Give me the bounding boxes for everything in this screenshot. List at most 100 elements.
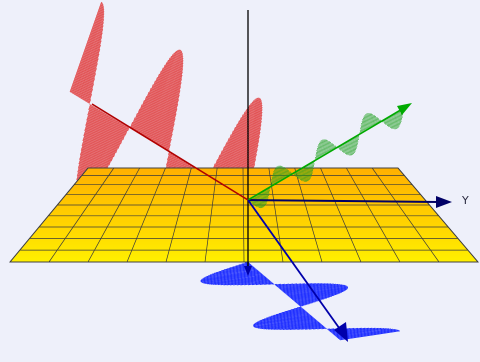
- red-wave-hatch: [78, 108, 99, 165]
- red-wave-hatch: [162, 108, 178, 149]
- red-wave-hatch: [148, 49, 181, 140]
- blue-wave-hatch: [290, 289, 346, 299]
- red-wave-hatch: [147, 49, 180, 140]
- blue-wave-hatch: [247, 281, 272, 286]
- grid-line: [204, 167, 218, 263]
- blue-wave-hatch: [299, 303, 310, 306]
- blue-wave-hatch: [264, 311, 308, 320]
- grid-line: [242, 167, 245, 263]
- green-wave-hatch: [309, 163, 313, 174]
- red-wave-hatch: [70, 2, 103, 93]
- blue-wave-hatch: [260, 312, 309, 321]
- blue-wave-hatch: [255, 318, 316, 328]
- red-wave-hatch: [79, 36, 103, 99]
- blue-wave-hatch: [327, 328, 335, 330]
- green-wave-hatch: [364, 115, 370, 129]
- green-wave-hatch: [317, 147, 321, 158]
- green-wave-hatch: [302, 167, 308, 182]
- green-wave-hatch: [366, 113, 372, 128]
- blue-wave-hatch: [280, 283, 320, 290]
- blue-wave-hatch: [282, 283, 332, 292]
- red-wave-hatch: [132, 104, 143, 131]
- green-wave-hatch: [369, 113, 375, 126]
- red-wave-hatch: [166, 133, 173, 151]
- blue-wave-hatch: [201, 273, 262, 283]
- green-wave-hatch: [262, 191, 267, 204]
- blue-wave-hatch: [288, 286, 349, 297]
- red-wave-hatch: [138, 73, 160, 134]
- green-wave-hatch: [375, 115, 378, 124]
- green-wave-hatch: [326, 139, 331, 152]
- blue-wave-hatch: [317, 327, 326, 330]
- diagonal-arrowhead-icon: [397, 103, 412, 115]
- green-wave-hatch: [321, 139, 327, 155]
- red-wave-hatch: [149, 50, 182, 141]
- blue-wave-hatch: [200, 272, 261, 283]
- green-wave-hatch: [361, 123, 365, 132]
- blue-wave-hatch: [279, 283, 316, 290]
- blue-wave-hatch: [338, 329, 398, 339]
- green-wave-hatch: [255, 195, 260, 208]
- blue-wave-hatch: [281, 283, 326, 291]
- blue-wave-hatch: [278, 283, 309, 289]
- blue-wave-hatch: [255, 314, 311, 324]
- green-wave-hatch: [272, 174, 276, 184]
- blue-wave-hatch: [261, 320, 318, 330]
- red-wave-hatch: [153, 60, 184, 144]
- blue-wave-hatch: [309, 326, 325, 330]
- blue-wave-hatch: [297, 300, 319, 305]
- green-wave-hatch: [346, 141, 351, 156]
- red-wave-hatch: [113, 125, 126, 158]
- green-wave-hatch: [348, 140, 353, 155]
- red-wave-hatch: [135, 88, 152, 132]
- red-wave-hatch: [85, 73, 96, 102]
- blue-wave-hatch: [290, 289, 347, 299]
- green-wave-hatch: [318, 144, 323, 157]
- blue-wave-hatch: [294, 296, 333, 303]
- green-wave-hatch: [303, 167, 309, 182]
- red-wave-hatch: [144, 52, 175, 138]
- blue-wave-hatch: [253, 316, 313, 327]
- green-wave-hatch: [353, 137, 358, 147]
- blue-wave-hatch: [313, 327, 326, 330]
- grid-plane: [8, 167, 480, 263]
- red-wave-hatch: [160, 90, 181, 147]
- green-wave-hatch: [306, 165, 311, 179]
- red-wave-hatch: [76, 110, 102, 180]
- red-wave-hatch: [134, 91, 150, 132]
- red-wave-hatch: [160, 94, 180, 148]
- green-wave-hatch: [392, 114, 398, 129]
- blue-wave-hatch: [200, 271, 260, 282]
- blue-wave-hatch: [223, 278, 268, 286]
- blue-wave-hatch: [276, 322, 321, 330]
- blue-wave-hatch: [282, 323, 322, 330]
- blue-wave-hatch: [286, 324, 322, 330]
- blue-wave-hatch: [276, 309, 305, 315]
- green-wave-hatch: [343, 143, 348, 155]
- red-wave-hatch: [88, 99, 91, 104]
- grid-line: [320, 167, 362, 263]
- blue-wave-hatch: [240, 280, 271, 286]
- blue-wave-hatch: [254, 318, 315, 328]
- blue-wave-hatch: [266, 311, 307, 319]
- green-wave-hatch: [385, 118, 388, 127]
- blue-wave-hatch: [280, 283, 323, 291]
- blue-wave-hatch: [337, 329, 397, 339]
- green-wave-hatch: [311, 162, 314, 170]
- grid-line: [371, 167, 440, 263]
- blue-wave-hatch: [285, 284, 344, 294]
- red-wave-hatch: [136, 84, 154, 133]
- green-wave-hatch: [360, 127, 363, 133]
- green-wave-hatch: [254, 195, 259, 208]
- blue-wave-hatch: [256, 314, 310, 323]
- green-wave-hatch: [324, 139, 330, 153]
- red-wave-hatch: [76, 110, 101, 177]
- red-wave-hatch: [85, 105, 93, 126]
- green-wave-hatch: [278, 165, 284, 180]
- blue-wave-hatch: [293, 307, 302, 309]
- green-wave-hatch: [316, 152, 319, 159]
- red-wave-hatch: [150, 51, 183, 142]
- red-wave-hatch: [88, 104, 91, 110]
